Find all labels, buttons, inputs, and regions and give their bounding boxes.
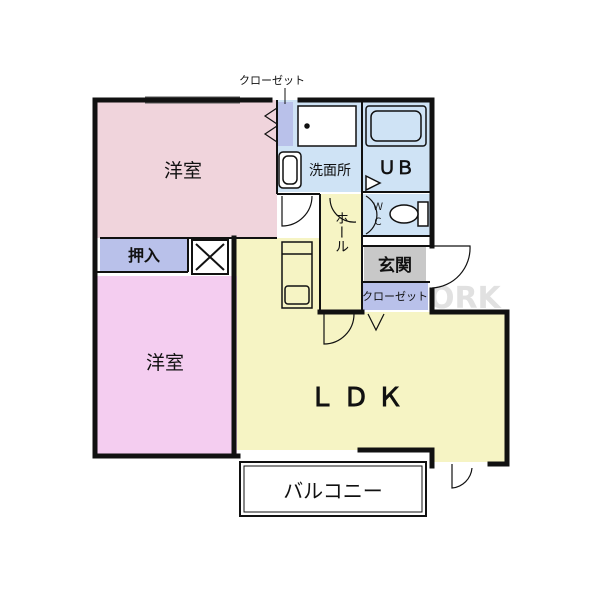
label-wc-2: Ｃ [373, 217, 383, 228]
window-top [145, 96, 240, 104]
closet-door-icon [263, 107, 278, 143]
label-washroom: 洗面所 [309, 163, 351, 179]
step-icon [365, 174, 382, 192]
outer-walls [92, 97, 510, 469]
door-arcs [281, 195, 473, 489]
label-western-lower: 洋室 [146, 352, 184, 374]
label-closet-entrance: クローゼット [362, 290, 428, 303]
toilet-icon [389, 201, 429, 227]
inner-walls [97, 100, 430, 312]
label-closet-top: クローゼット [239, 74, 305, 87]
hall-fill [320, 194, 362, 312]
label-oshiire: 押入 [128, 246, 160, 265]
entrance-fill [364, 246, 426, 282]
oshiire-fill [100, 238, 188, 272]
label-hall: ホール [333, 211, 349, 253]
storage-box-icon [191, 239, 229, 275]
closet-entrance-fill [362, 282, 428, 310]
label-wc: Ｗ [373, 202, 383, 213]
kitchen-counter-icon [281, 241, 313, 309]
balcony-fill [239, 461, 427, 517]
western-room-upper-fill [97, 100, 277, 238]
western-room-lower-fill [97, 276, 237, 454]
wash-basin-icon [278, 151, 302, 189]
label-ldk: ＬＤＫ [309, 383, 411, 413]
label-entrance: 玄関 [378, 255, 412, 276]
balcony-inner [243, 465, 423, 513]
bathtub-icon [365, 105, 427, 147]
closet-top-fill [277, 102, 293, 146]
label-balcony: バルコニー [283, 479, 383, 503]
washer-icon [297, 105, 357, 147]
label-bath: ＵＢ [378, 158, 414, 179]
ldk-fill [232, 238, 505, 462]
label-western-upper: 洋室 [164, 160, 202, 182]
